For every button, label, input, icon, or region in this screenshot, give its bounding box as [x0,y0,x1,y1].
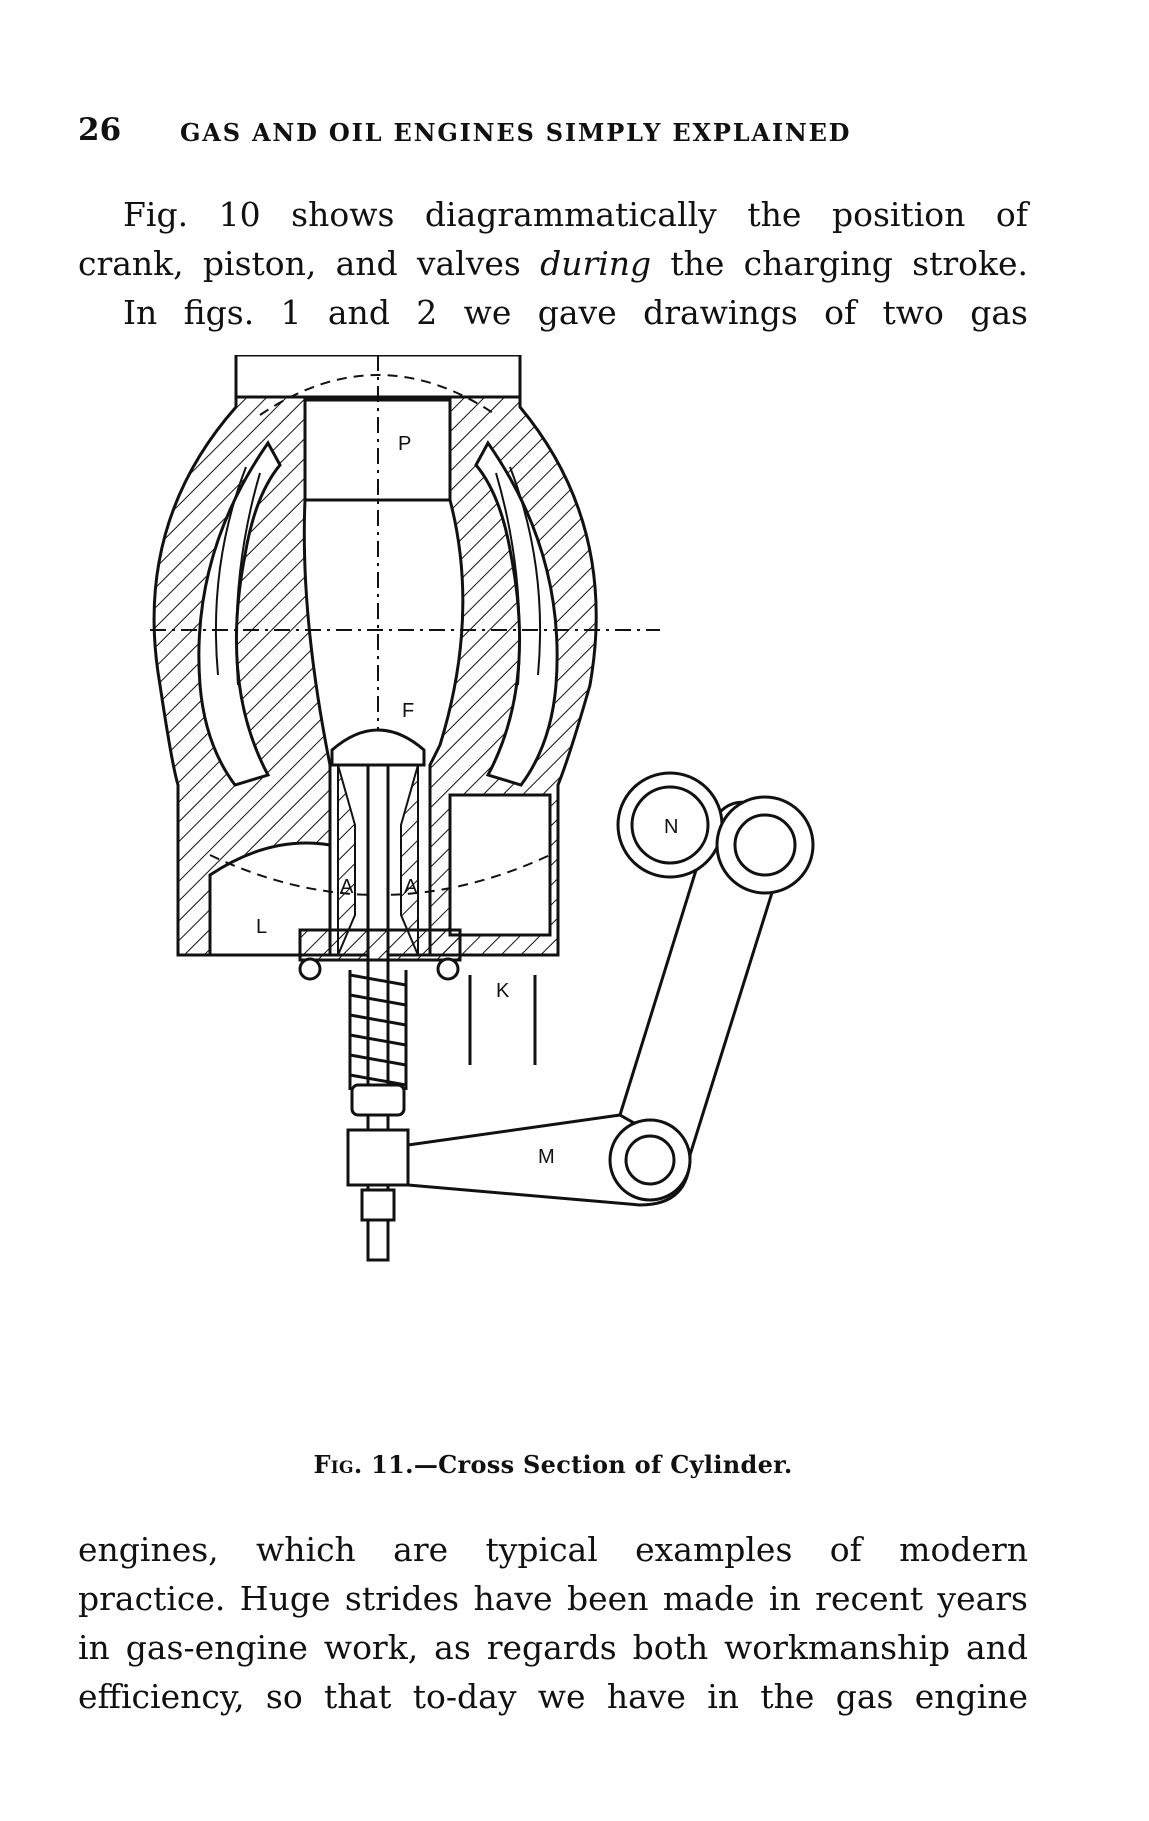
paragraph-engines: engines, which are typical examples of m… [78,1525,1028,1721]
gland-flange [298,928,462,962]
label-f: F [402,700,414,722]
paragraph-line: practice. Huge strides have been made in… [78,1579,1028,1618]
valve-spring [348,970,408,1090]
valve-f [330,728,426,1237]
running-header: 26 GAS AND OIL ENGINES SIMPLY EXPLAINED [78,112,1028,152]
figure-caption: Fig. 11.—Cross Section of Cylinder. [78,1450,1028,1479]
text-run: crank, piston, and valves [78,244,521,283]
caption-text: —Cross Section of Cylinder. [413,1450,793,1479]
paragraph-line: engines, which are typical examples of m… [78,1530,1028,1569]
paragraph-line: efficiency, so that to-day we have in th… [78,1677,1028,1716]
label-a-right: A [404,876,418,898]
label-a-left: A [340,876,354,898]
page-number: 26 [78,112,122,148]
roller [715,795,815,895]
paragraph-line: In figs. 1 and 2 we gave drawings of two… [123,293,1028,332]
text-run: the charging stroke. [670,244,1029,283]
cam-n [616,771,724,879]
paragraph-line: in gas-engine work, as regards both work… [78,1628,1028,1667]
paragraph-line: crank, piston, and valves during the cha… [78,239,1028,288]
paragraph-line: Fig. 10 shows diagrammatically the posit… [123,195,1028,234]
caption-prefix: Fig. 11. [313,1450,414,1479]
dashed-arc-top [259,374,497,416]
label-p: P [398,433,411,455]
cylinder-body [152,395,598,957]
label-k: K [496,980,510,1002]
italic-word: during [540,244,652,283]
running-title: GAS AND OIL ENGINES SIMPLY EXPLAINED [180,118,852,147]
figure-cylinder-cross-section: P F N L A A K M [150,355,980,1435]
cylinder-diagram: P F N L A A K M [150,355,815,1262]
label-l: L [256,916,267,938]
paragraph-fig10: Fig. 10 shows diagrammatically the posit… [78,190,1028,337]
label-m: M [538,1146,555,1168]
label-n: N [664,816,678,838]
cross-head [346,1128,410,1187]
